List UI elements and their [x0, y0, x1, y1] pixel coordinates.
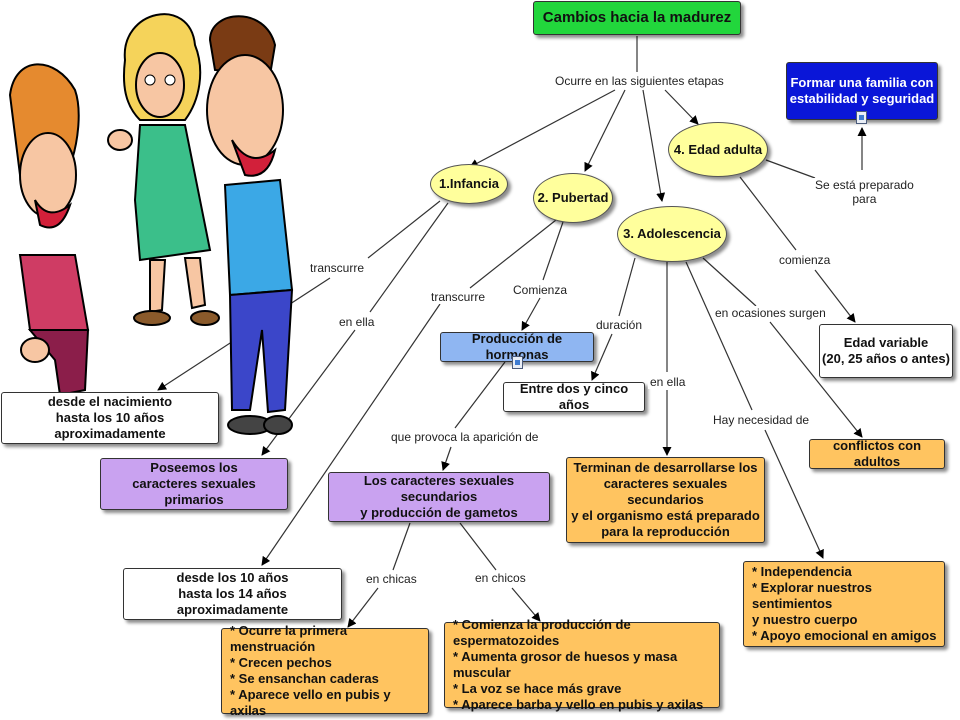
man-figure: [206, 15, 294, 435]
edge-pubertad-transcurre: [469, 219, 557, 289]
diez-catorce-node[interactable]: desde los 10 años hasta los 14 años apro…: [123, 568, 342, 620]
edge-adol-necesidad: [685, 261, 753, 411]
edge-etapas-pubertad: [584, 89, 626, 172]
link-comienza-pubertad: Comienza: [511, 283, 570, 297]
edge-chicos-list: [511, 587, 541, 622]
link-en-ocasiones: en ocasiones surgen: [713, 306, 828, 320]
edge-etapas-infancia: [469, 89, 616, 168]
link-necesidad: Hay necesidad de: [711, 413, 812, 427]
edge-etapas-adulta: [664, 89, 699, 125]
edge-adol-duracion: [618, 257, 636, 317]
chicos-node[interactable]: * Comienza la producción de espermatozoi…: [444, 617, 720, 712]
edge-secundarios-chicas: [392, 522, 411, 571]
link-en-ella-infancia: en ella: [337, 315, 377, 329]
link-duracion: duración: [594, 318, 645, 332]
link-etapas: Ocurre en las siguientes etapas: [553, 74, 726, 88]
link-provoca: que provoca la aparición de: [389, 430, 541, 444]
conflictos-node[interactable]: conflictos con adultos: [809, 438, 945, 469]
girl-figure: [8, 63, 90, 397]
primarios-node[interactable]: Poseemos los caracteres sexuales primari…: [100, 458, 288, 510]
edge-transcurre-diezcatorce: [261, 303, 441, 566]
link-transcurre-infancia: transcurre: [308, 261, 367, 275]
stage-adulta[interactable]: 4. Edad adulta: [668, 122, 768, 177]
resource-icon-familia[interactable]: [856, 111, 867, 124]
edge-infancia-transcurre: [367, 200, 441, 259]
root-node[interactable]: Cambios hacia la madurez: [533, 1, 741, 35]
woman-figure: [107, 13, 220, 326]
edge-adulta-preparado: [765, 159, 816, 179]
edge-adol-ocasiones: [702, 257, 757, 307]
edge-secundarios-chicos: [459, 522, 497, 571]
cartoon-people-illustration: [8, 13, 294, 435]
edge-duracion-doscinco: [591, 333, 613, 381]
necesidades-node[interactable]: * Independencia * Explorar nuestros sent…: [743, 561, 945, 647]
edge-necesidad-list: [764, 429, 824, 559]
edge-adulta-comienza: [739, 176, 797, 251]
link-en-ella-adolescencia: en ella: [648, 375, 688, 389]
stage-infancia[interactable]: 1.Infancia: [430, 164, 508, 204]
dos-cinco-node[interactable]: Entre dos y cinco años: [503, 381, 645, 412]
link-comienza-adulta: comienza: [777, 253, 833, 267]
link-en-chicas: en chicas: [364, 572, 419, 586]
edge-chicas-list: [347, 587, 379, 628]
edge-hormonas-provoca: [454, 361, 506, 429]
nacimiento-node[interactable]: desde el nacimiento hasta los 10 años ap…: [1, 392, 219, 444]
link-transcurre-pubertad: transcurre: [429, 290, 488, 304]
edad-variable-node[interactable]: Edad variable (20, 25 años o antes): [819, 324, 953, 378]
edge-comienza-hormonas: [521, 297, 541, 331]
edge-comienza-edadvariable: [814, 269, 856, 323]
link-preparado: Se está preparado para: [813, 178, 916, 206]
stage-adolescencia[interactable]: 3. Adolescencia: [617, 206, 727, 262]
edge-etapas-adolescencia: [642, 89, 666, 202]
secundarios-node[interactable]: Los caracteres sexuales secundarios y pr…: [328, 472, 550, 522]
edge-pubertad-comienza: [542, 221, 564, 281]
terminan-node[interactable]: Terminan de desarrollarse los caracteres…: [566, 457, 765, 543]
chicas-node[interactable]: * Ocurre la primera menstruación * Crece…: [221, 623, 429, 718]
edge-provoca-secundarios: [441, 446, 452, 471]
edge-infancia-enella: [369, 202, 449, 313]
stage-pubertad[interactable]: 2. Pubertad: [533, 173, 613, 223]
resource-icon-hormonas[interactable]: [512, 356, 523, 369]
link-en-chicos: en chicos: [473, 571, 528, 585]
edge-ocasiones-conflictos: [769, 321, 863, 438]
